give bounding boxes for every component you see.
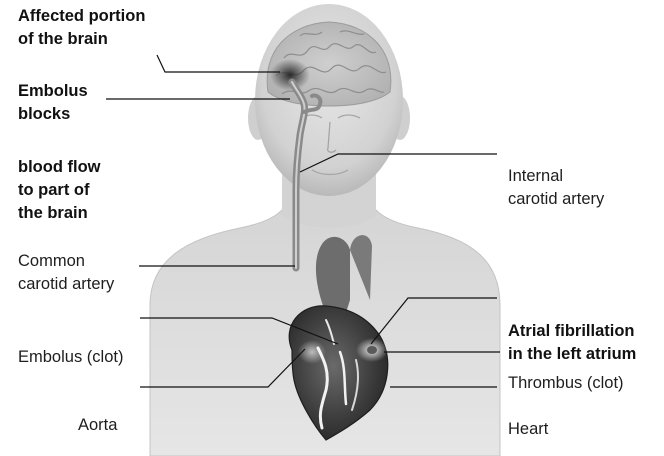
- thrombus-clot: [367, 346, 377, 354]
- label-internal-carotid-line-1: Internal: [508, 165, 604, 188]
- label-embolus-blocks-line-2: blocks: [18, 103, 88, 126]
- label-internal-carotid-line-2: carotid artery: [508, 188, 604, 211]
- label-common-carotid-line-1: Common: [18, 250, 114, 273]
- label-common-carotid: Common carotid artery: [18, 250, 114, 296]
- label-embolus-clot-text: Embolus (clot): [18, 346, 123, 369]
- label-embolus-clot: Embolus (clot): [18, 346, 123, 369]
- label-heart: Heart: [508, 418, 548, 441]
- label-aorta-text: Aorta: [78, 414, 117, 437]
- label-affected-portion: Affected portion of the brain: [18, 5, 145, 51]
- label-internal-carotid: Internal carotid artery: [508, 165, 604, 211]
- label-thrombus: Thrombus (clot): [508, 372, 624, 395]
- label-affected-portion-line-2: of the brain: [18, 28, 145, 51]
- label-affected-portion-line-1: Affected portion: [18, 5, 145, 28]
- label-aorta: Aorta: [78, 414, 117, 437]
- label-atrial-fibrillation-line-2: in the left atrium: [508, 343, 636, 366]
- label-embolus-blocks: Embolus blocks: [18, 80, 88, 126]
- label-atrial-fibrillation-line-1: Atrial fibrillation: [508, 320, 636, 343]
- label-common-carotid-line-2: carotid artery: [18, 273, 114, 296]
- label-atrial-fibrillation: Atrial fibrillation in the left atrium: [508, 320, 636, 366]
- label-blood-flow-line-1: blood flow: [18, 156, 100, 179]
- label-blood-flow-line-3: the brain: [18, 202, 100, 225]
- label-embolus-blocks-line-1: Embolus: [18, 80, 88, 103]
- label-heart-text: Heart: [508, 418, 548, 441]
- label-blood-flow-line-2: to part of: [18, 179, 100, 202]
- affected-brain-region: [270, 59, 310, 91]
- label-thrombus-text: Thrombus (clot): [508, 372, 624, 395]
- label-blood-flow: blood flow to part of the brain: [18, 156, 100, 225]
